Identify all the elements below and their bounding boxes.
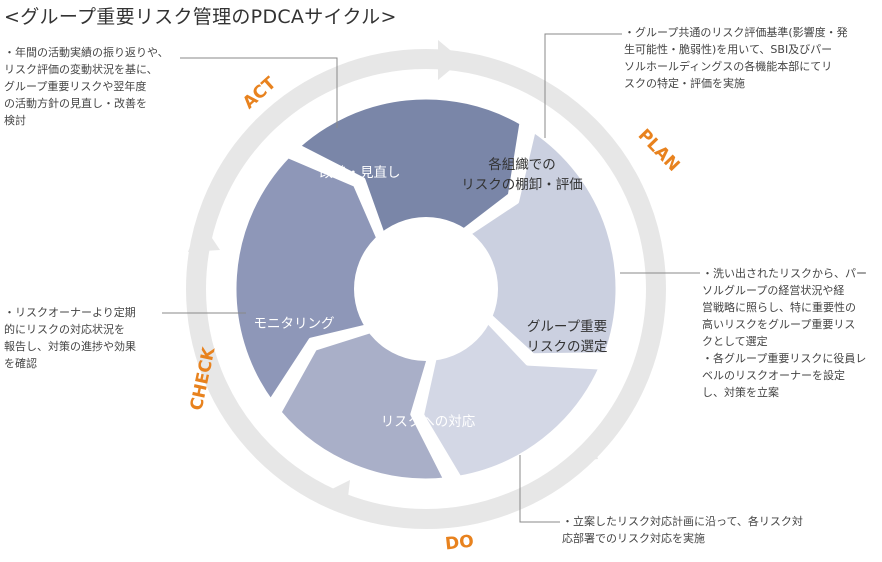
note-check-line: ・リスクオーナーより定期 bbox=[4, 306, 136, 319]
arrow-head-bottom bbox=[318, 480, 350, 514]
arrow-head-top bbox=[438, 40, 462, 80]
note-plan-line: 生可能性・脆弱性)を用いて、SBI及びパー bbox=[624, 43, 833, 56]
note-plan-line: スクの特定・評価を実施 bbox=[624, 77, 745, 90]
leader-plan bbox=[544, 33, 622, 138]
note-plan: ・グループ共通のリスク評価基準(影響度・発 生可能性・脆弱性)を用いて、SBI及… bbox=[624, 24, 848, 92]
note-act-line: の活動方針の見直し・改善を bbox=[4, 97, 147, 110]
note-act-line: グループ重要リスクや翌年度 bbox=[4, 80, 147, 93]
note-act: ・年間の活動実績の振り返りや、 リスク評価の変動状況を基に、 グループ重要リスク… bbox=[4, 44, 169, 129]
segment-check-label: モニタリング bbox=[254, 316, 335, 332]
phase-plan-label: PLAN bbox=[634, 125, 684, 175]
leader-act bbox=[180, 57, 338, 128]
note-do-line: ・立案したリスク対応計画に沿って、各リスク対 bbox=[562, 515, 803, 528]
segment-plan-label-line2: リスクの棚卸・評価 bbox=[461, 177, 583, 193]
arrow-head-right bbox=[568, 436, 598, 462]
segment-act-label: 改善・見直し bbox=[320, 165, 401, 181]
center-circle bbox=[354, 217, 498, 361]
note-select-line: 営戦略に照らし、特に重要性の bbox=[702, 301, 856, 314]
leader-do bbox=[519, 455, 560, 523]
note-select-line: ベルのリスクオーナーを設定 bbox=[702, 369, 845, 382]
note-select-line: し、対策を立案 bbox=[702, 386, 779, 399]
segment-do-label: リスクへの対応 bbox=[381, 414, 476, 430]
segment-plan-label-line1: 各組織での bbox=[488, 157, 556, 173]
outer-ring bbox=[186, 49, 666, 529]
note-check-line: 的にリスクの対応状況を bbox=[4, 323, 125, 336]
note-act-line: 検討 bbox=[4, 114, 26, 127]
note-select-line: クとして選定 bbox=[702, 335, 768, 348]
note-check: ・リスクオーナーより定期 的にリスクの対応状況を 報告し、対策の進捗や効果 を確… bbox=[4, 304, 136, 372]
note-check-line: を確認 bbox=[4, 357, 37, 370]
segment-select-label-line2: リスクの選定 bbox=[527, 339, 608, 355]
segment-select-label-line1: グループ重要 bbox=[527, 319, 607, 335]
note-check-line: 報告し、対策の進捗や効果 bbox=[4, 340, 136, 353]
note-select: ・洗い出されたリスクから、パー ソルグループの経営状況や経 営戦略に照らし、特に… bbox=[702, 265, 867, 401]
phase-do-label: DO bbox=[444, 532, 475, 555]
note-do-line: 応部署でのリスク対応を実施 bbox=[562, 532, 705, 545]
page-title: <グループ重要リスク管理のPDCAサイクル> bbox=[4, 6, 397, 28]
note-select-line: 高いリスクをグループ重要リス bbox=[702, 318, 856, 331]
note-select-line: ソルグループの経営状況や経 bbox=[702, 284, 845, 297]
arrow-head-left bbox=[188, 220, 220, 252]
note-act-line: ・年間の活動実績の振り返りや、 bbox=[4, 46, 169, 59]
note-select-line: ・洗い出されたリスクから、パー bbox=[702, 267, 867, 280]
note-plan-line: ソルホールディングスの各機能本部にてリ bbox=[624, 60, 833, 73]
note-select-line: ・各グループ重要リスクに役員レ bbox=[702, 352, 867, 365]
note-plan-line: ・グループ共通のリスク評価基準(影響度・発 bbox=[624, 26, 848, 39]
note-act-line: リスク評価の変動状況を基に、 bbox=[4, 63, 158, 76]
note-do: ・立案したリスク対応計画に沿って、各リスク対 応部署でのリスク対応を実施 bbox=[562, 513, 803, 547]
